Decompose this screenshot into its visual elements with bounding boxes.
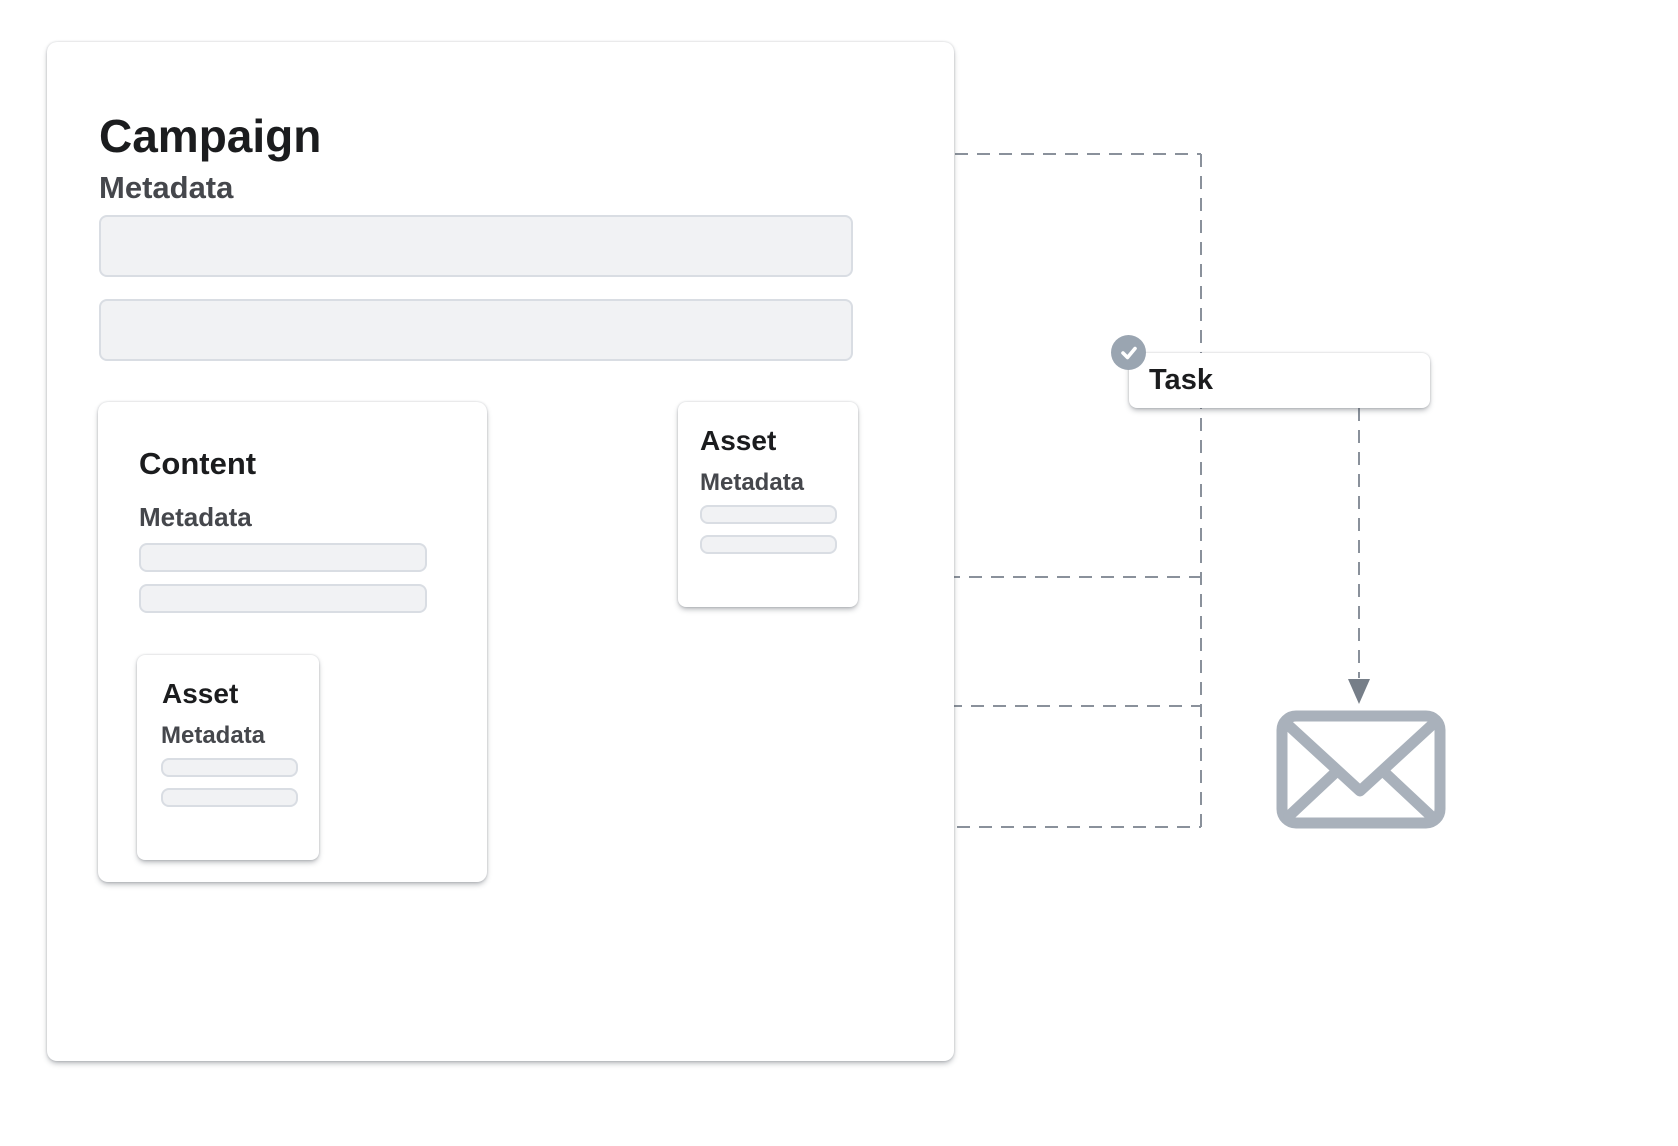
content-metadata-field-placeholder: [139, 543, 427, 572]
campaign-metadata-field-placeholder: [99, 299, 853, 361]
envelope-icon: [1276, 710, 1446, 829]
content-title: Content: [139, 446, 257, 481]
asset-metadata-label: Metadata: [700, 469, 805, 496]
content-asset-card: Asset Metadata: [137, 655, 319, 860]
check-icon: [1111, 335, 1146, 370]
campaign-card: Campaign Metadata Content Metadata Asset…: [47, 42, 954, 1061]
asset-metadata-field-placeholder: [700, 505, 837, 524]
arrowhead-down-icon: [1348, 679, 1370, 704]
task-card: Task: [1111, 335, 1430, 408]
content-asset-metadata-label: Metadata: [161, 722, 266, 749]
content-metadata-field-placeholder: [139, 584, 427, 613]
campaign-metadata-field-placeholder: [99, 215, 853, 277]
asset-card: Asset Metadata: [678, 402, 858, 607]
content-asset-metadata-field-placeholder: [161, 758, 298, 777]
content-asset-title: Asset: [162, 678, 239, 709]
content-metadata-label: Metadata: [139, 502, 252, 532]
campaign-title: Campaign: [99, 110, 322, 162]
content-asset-metadata-field-placeholder: [161, 788, 298, 807]
task-label: Task: [1149, 364, 1213, 397]
asset-metadata-field-placeholder: [700, 535, 837, 554]
content-card: Content Metadata Asset Metadata: [98, 402, 487, 882]
campaign-metadata-label: Metadata: [99, 170, 234, 205]
asset-title: Asset: [700, 425, 777, 456]
